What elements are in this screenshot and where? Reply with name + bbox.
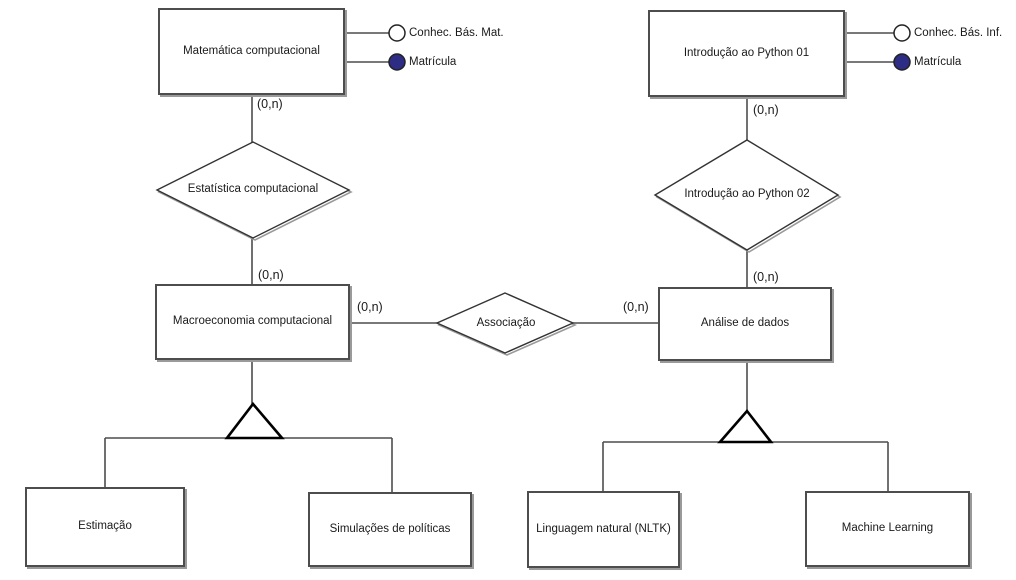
specialization-triangle-right[interactable] xyxy=(717,408,774,444)
attribute-mat-conhec-label: Conhec. Bás. Mat. xyxy=(409,27,504,39)
diamond-body xyxy=(155,141,351,239)
entity-estimacao[interactable]: Estimação xyxy=(25,487,185,567)
entity-label: Estimação xyxy=(78,520,132,533)
attribute-inf-conhec-label: Conhec. Bás. Inf. xyxy=(914,27,1003,39)
relationship-python02-label: Introdução ao Python 02 xyxy=(684,188,810,200)
entity-linguagem-natural-nltk[interactable]: Linguagem natural (NLTK) xyxy=(527,491,680,568)
attribute-inf-conhec-circle[interactable] xyxy=(893,24,911,42)
specialization-triangle-left[interactable] xyxy=(224,401,285,440)
entity-machine-learning[interactable]: Machine Learning xyxy=(805,491,970,567)
cardinality-matematica-estatistica: (0,n) xyxy=(257,97,283,111)
entity-analise-de-dados[interactable]: Análise de dados xyxy=(658,287,832,361)
entity-label: Matemática computacional xyxy=(183,44,320,57)
entity-label: Simulações de políticas xyxy=(329,522,451,535)
relationship-estatistica-label: Estatística computacional xyxy=(187,183,319,195)
cardinality-associacao-analise: (0,n) xyxy=(623,300,649,314)
cardinality-estatistica-macroeconomia: (0,n) xyxy=(258,268,284,282)
attribute-inf-matricula-identifier-circle[interactable] xyxy=(893,53,911,71)
entity-macroeconomia-computacional[interactable]: Macroeconomia computacional xyxy=(155,284,350,360)
attribute-mat-matricula-label: Matrícula xyxy=(409,56,457,68)
entity-label: Introdução ao Python 01 xyxy=(683,46,810,59)
attribute-mat-matricula-identifier-circle[interactable] xyxy=(388,53,406,71)
entity-matematica-computacional[interactable]: Matemática computacional xyxy=(158,8,345,95)
entity-simulacoes-de-politicas[interactable]: Simulações de políticas xyxy=(308,492,472,567)
cardinality-python01-python02: (0,n) xyxy=(753,103,779,117)
entity-label: Linguagem natural (NLTK) xyxy=(536,522,671,535)
relationship-associacao-diamond[interactable] xyxy=(435,292,577,356)
diamond-body xyxy=(435,292,575,354)
diamond-body xyxy=(653,139,840,251)
entity-label: Machine Learning xyxy=(841,522,934,535)
cardinality-python02-analise: (0,n) xyxy=(753,270,779,284)
attribute-inf-matricula-label: Matrícula xyxy=(914,56,962,68)
cardinality-macroeconomia-associacao: (0,n) xyxy=(357,300,383,314)
relationship-associacao-label: Associação xyxy=(476,317,536,329)
attribute-mat-conhec-circle[interactable] xyxy=(388,24,406,42)
entity-label: Análise de dados xyxy=(700,317,790,330)
relationship-estatistica-diamond[interactable] xyxy=(155,141,353,241)
relationship-python02-diamond[interactable] xyxy=(653,139,842,253)
entity-label: Macroeconomia computacional xyxy=(172,315,333,328)
entity-introducao-ao-python-01[interactable]: Introdução ao Python 01 xyxy=(648,10,845,97)
